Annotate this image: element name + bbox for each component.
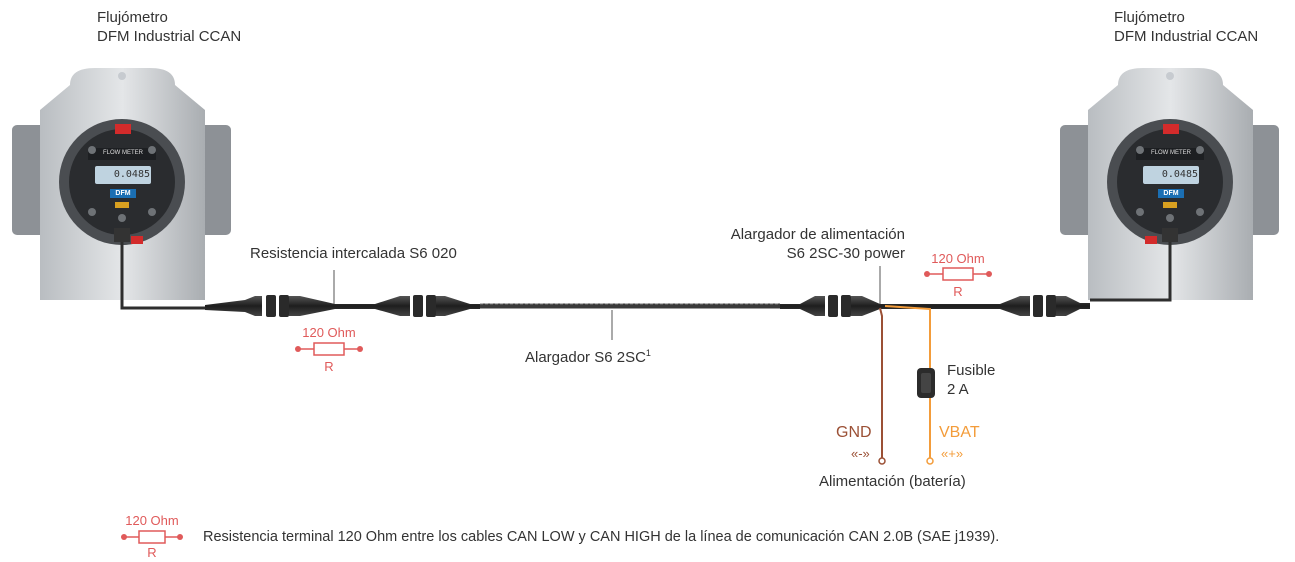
flowmeter-right-line2: DFM Industrial CCAN <box>1114 28 1259 45</box>
flowmeter-left-label: Flujómetro DFM Industrial CCAN <box>97 8 241 46</box>
cable-left <box>120 242 205 310</box>
legend-r: R <box>147 545 157 560</box>
connector-right-2 <box>1033 295 1090 317</box>
connector-right-1 <box>780 295 851 317</box>
flowmeter-left-brand: DFM <box>115 190 131 197</box>
extension-footnote: 1 <box>645 348 651 358</box>
legend-ohm: 120 Ohm <box>125 513 179 528</box>
power-source-label: Alimentación (batería) <box>819 473 966 490</box>
extension-label-text: Alargador S6 2SC <box>525 349 646 366</box>
fuse-line1: Fusible <box>947 362 996 379</box>
fuse-icon <box>917 368 935 398</box>
flowmeter-right-header: FLOW METER <box>1151 150 1191 156</box>
resistor-symbol-inline <box>295 342 363 356</box>
extension-label: Alargador S6 2SC1 <box>525 344 651 367</box>
flowmeter-right-label: Flujómetro DFM Industrial CCAN <box>1114 8 1258 46</box>
power-ext-label: Alargador de alimentación S6 2SC-30 powe… <box>660 225 905 263</box>
extension-cable <box>480 303 780 309</box>
power-ext-line1: Alargador de alimentación <box>730 226 905 243</box>
flowmeter-right-display: 0.0485 <box>1161 169 1198 180</box>
flowmeter-left-line1: Flujómetro <box>97 9 168 26</box>
gnd-wire <box>878 307 886 465</box>
resistor-symbol-legend <box>121 530 183 544</box>
flowmeter-left <box>12 68 231 300</box>
flowmeter-left-display: 0.0485 <box>113 169 150 180</box>
vbat-label: VBAT <box>939 424 980 441</box>
resistor-inline-label: Resistencia intercalada S6 020 <box>250 245 457 262</box>
resistor-inline-cable <box>289 296 410 316</box>
vbat-sign: «+» <box>941 446 964 461</box>
gnd-sign: «-» <box>851 446 870 461</box>
flowmeter-left-line2: DFM Industrial CCAN <box>97 28 242 45</box>
connector-left-1 <box>205 295 289 317</box>
legend-text: Resistencia terminal 120 Ohm entre los c… <box>203 529 1000 545</box>
power-extension-cable <box>851 296 1030 316</box>
connector-left-2 <box>413 295 480 317</box>
resistor-inline-ohm: 120 Ohm <box>302 325 356 340</box>
power-ext-r: R <box>953 284 963 299</box>
flowmeter-left-header: FLOW METER <box>103 150 143 156</box>
power-ext-line2: S6 2SC-30 power <box>786 245 905 262</box>
power-ext-ohm: 120 Ohm <box>931 251 985 266</box>
gnd-label: GND <box>836 424 872 441</box>
flowmeter-right-line1: Flujómetro <box>1114 9 1185 26</box>
resistor-inline-r: R <box>324 359 334 374</box>
flowmeter-right-brand: DFM <box>1163 190 1179 197</box>
vbat-wire <box>884 305 934 465</box>
cable-right <box>1090 242 1172 302</box>
flowmeter-right <box>1060 68 1279 300</box>
fuse-line2: 2 A <box>947 381 969 398</box>
resistor-symbol-power <box>924 267 992 281</box>
fuse-label: Fusible 2 A <box>947 361 995 399</box>
